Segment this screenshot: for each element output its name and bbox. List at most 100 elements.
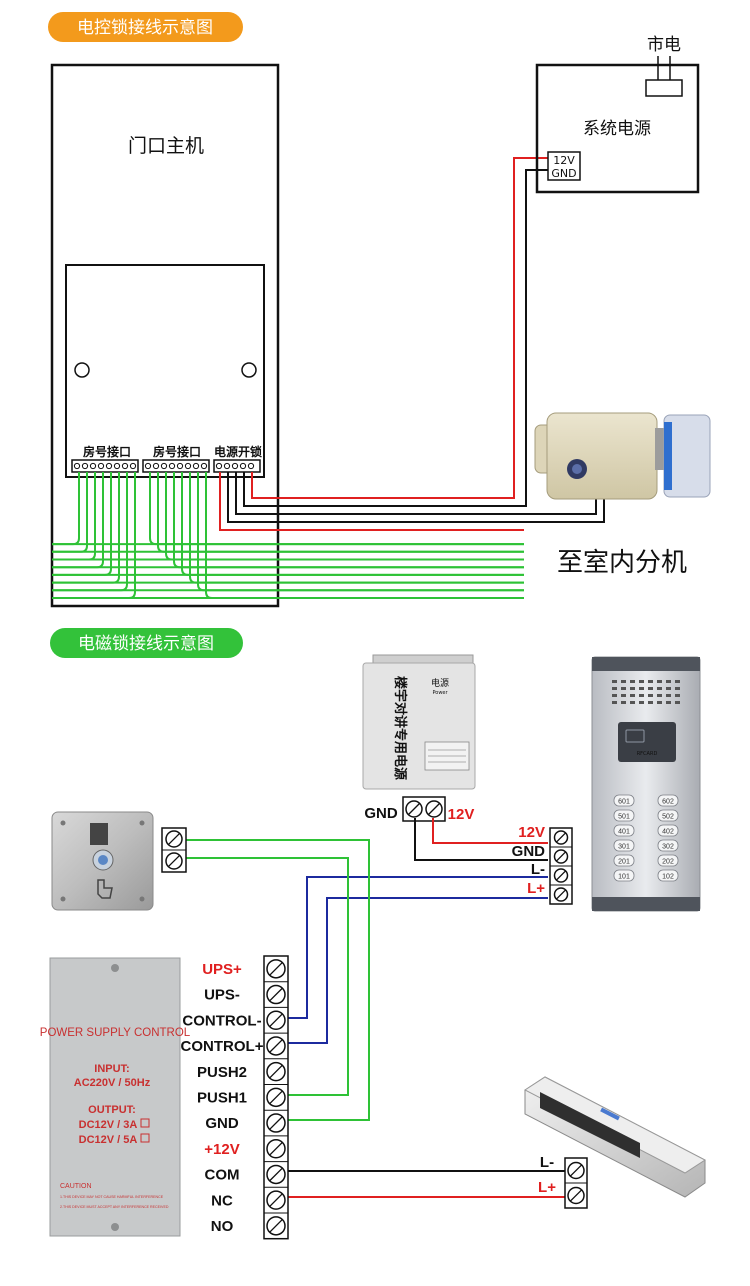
to-indoor-label: 至室内分机 bbox=[557, 548, 687, 578]
speaker-slot bbox=[657, 694, 662, 697]
psu-power-en: Power bbox=[432, 690, 448, 696]
speaker-slot bbox=[666, 680, 671, 683]
exit-button-terminal bbox=[161, 827, 187, 873]
connector-pin bbox=[247, 462, 255, 470]
box-caution-1: 1.THIS DEVICE MAY NOT CAUSE HARMFUL INTE… bbox=[60, 1195, 164, 1199]
rfcard-label: RFCARD bbox=[637, 751, 658, 757]
intercom-keypad: 601 602 501 502 401 402 301 302 201 202 101 102 bbox=[613, 794, 679, 882]
connector-pin bbox=[152, 462, 160, 470]
psu-12v-wire bbox=[432, 818, 548, 844]
keypad-key[interactable]: 102 bbox=[657, 869, 679, 882]
keypad-key[interactable]: 202 bbox=[657, 854, 679, 867]
section2-title: 电磁锁接线示意图 bbox=[78, 634, 214, 654]
speaker-slot bbox=[630, 694, 635, 697]
terminal-label: GND bbox=[205, 1115, 239, 1132]
terminal-label: COM bbox=[205, 1167, 240, 1184]
terminal-label: CONTROL+ bbox=[181, 1038, 264, 1055]
main-terminal-block bbox=[263, 955, 289, 1240]
intercom-lplus-label: L+ bbox=[527, 880, 545, 897]
connector-pin bbox=[192, 462, 200, 470]
keypad-key-label: 102 bbox=[662, 874, 674, 881]
mount-hole-left bbox=[74, 362, 90, 378]
speaker-slot bbox=[666, 701, 671, 704]
power-unlock-label: 电源开锁 bbox=[214, 444, 262, 459]
keypad-key[interactable]: 302 bbox=[657, 839, 679, 852]
keypad-key[interactable]: 401 bbox=[613, 824, 635, 837]
connector-pin bbox=[223, 462, 231, 470]
keypad-key[interactable]: 402 bbox=[657, 824, 679, 837]
indoor-bus-wire bbox=[205, 472, 524, 599]
speaker-slot bbox=[648, 687, 653, 690]
keypad-key-label: 301 bbox=[618, 844, 630, 851]
push1-wire bbox=[174, 857, 349, 1096]
12v-wire bbox=[251, 157, 548, 499]
indoor-bus-wire bbox=[52, 472, 128, 592]
terminal-12v-label: 12V bbox=[553, 154, 575, 167]
room-port-label-1: 房号接口 bbox=[83, 444, 131, 459]
speaker-slot bbox=[612, 701, 617, 704]
speaker-slot bbox=[675, 694, 680, 697]
lock-wire-inner bbox=[235, 472, 597, 515]
power-supply-control-box bbox=[49, 957, 181, 1237]
indoor-bus-wires bbox=[52, 472, 524, 599]
speaker-slot bbox=[675, 701, 680, 704]
terminal-blocks bbox=[161, 800, 588, 1240]
mains-label: 市电 bbox=[647, 35, 681, 55]
indoor-bus-wire bbox=[189, 472, 524, 584]
keypad-key[interactable]: 602 bbox=[657, 794, 679, 807]
keypad-key[interactable]: 101 bbox=[613, 869, 635, 882]
control-plus-wire bbox=[276, 897, 548, 1044]
connector-pin bbox=[73, 462, 81, 470]
output-checkbox-1 bbox=[140, 1118, 150, 1128]
keypad-key-label: 302 bbox=[662, 844, 674, 851]
keypad-key-label: 202 bbox=[662, 859, 674, 866]
speaker-slot bbox=[639, 694, 644, 697]
intercom-12v-label: 12V bbox=[518, 824, 545, 841]
speaker-slot bbox=[648, 680, 653, 683]
magnetic-lock-icon bbox=[524, 1076, 706, 1198]
electric-lock-icon bbox=[534, 412, 711, 500]
psu-title: 楼宇对讲专用电源 bbox=[392, 676, 408, 780]
keypad-key[interactable]: 201 bbox=[613, 854, 635, 867]
terminal-gnd-label: GND bbox=[551, 167, 576, 180]
psu-power-cn: 电源 bbox=[431, 677, 449, 689]
connector-pin bbox=[121, 462, 129, 470]
connector-pin bbox=[168, 462, 176, 470]
gnd-exit-wire bbox=[174, 839, 370, 1121]
intercom-gnd-label: GND bbox=[512, 843, 546, 860]
indoor-bus-wire bbox=[157, 472, 524, 553]
section2-title-pill bbox=[50, 628, 243, 658]
speaker-slot bbox=[657, 687, 662, 690]
power-terminal bbox=[547, 151, 581, 181]
keypad-key[interactable]: 301 bbox=[613, 839, 635, 852]
connector-pin bbox=[215, 462, 223, 470]
speaker-slot bbox=[648, 701, 653, 704]
mag-lock-terminal bbox=[564, 1157, 588, 1209]
speaker-slot bbox=[630, 701, 635, 704]
connector-pin bbox=[81, 462, 89, 470]
exit-button-icon bbox=[51, 811, 154, 911]
system-power-box bbox=[535, 63, 700, 194]
speaker-slot bbox=[648, 694, 653, 697]
speaker-slot bbox=[621, 687, 626, 690]
terminal-label: CONTROL- bbox=[182, 1012, 261, 1029]
keypad-key[interactable]: 501 bbox=[613, 809, 635, 822]
speaker-slot bbox=[666, 694, 671, 697]
psu-12v-label: 12V bbox=[448, 806, 475, 823]
connector-pin bbox=[144, 462, 152, 470]
keypad-key[interactable]: 502 bbox=[657, 809, 679, 822]
terminal-label: NC bbox=[211, 1192, 233, 1209]
indoor-bus-wire bbox=[52, 472, 88, 553]
terminal-label: PUSH2 bbox=[197, 1064, 247, 1081]
speaker-slot bbox=[657, 680, 662, 683]
connector-pins bbox=[73, 462, 255, 470]
keypad-key[interactable]: 601 bbox=[613, 794, 635, 807]
connector-pin bbox=[200, 462, 208, 470]
mains-plug bbox=[645, 79, 683, 97]
box-caution: CAUTION bbox=[60, 1183, 92, 1190]
room-port-label-2: 房号接口 bbox=[153, 444, 201, 459]
speaker-slot bbox=[612, 687, 617, 690]
speaker-slot bbox=[639, 701, 644, 704]
door-unit-box bbox=[50, 63, 280, 608]
